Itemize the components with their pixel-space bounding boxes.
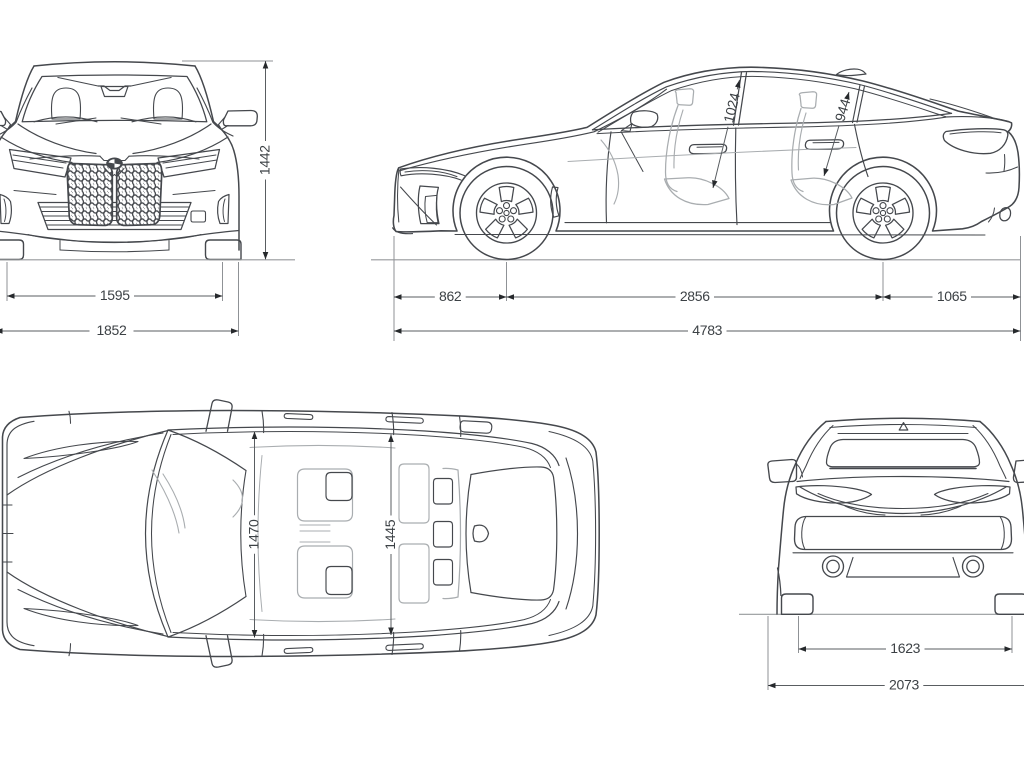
svg-text:2073: 2073 [889,676,919,692]
svg-text:1065: 1065 [937,288,967,304]
svg-text:862: 862 [439,288,462,304]
svg-text:1595: 1595 [100,287,130,303]
svg-text:1852: 1852 [97,322,127,338]
svg-text:1024: 1024 [720,91,743,124]
svg-text:4783: 4783 [692,322,722,338]
svg-text:2856: 2856 [680,288,710,304]
svg-text:1623: 1623 [890,640,920,656]
svg-text:944: 944 [832,97,854,124]
svg-text:1442: 1442 [256,145,272,175]
svg-text:1445: 1445 [382,519,398,549]
svg-text:1470: 1470 [245,519,261,549]
